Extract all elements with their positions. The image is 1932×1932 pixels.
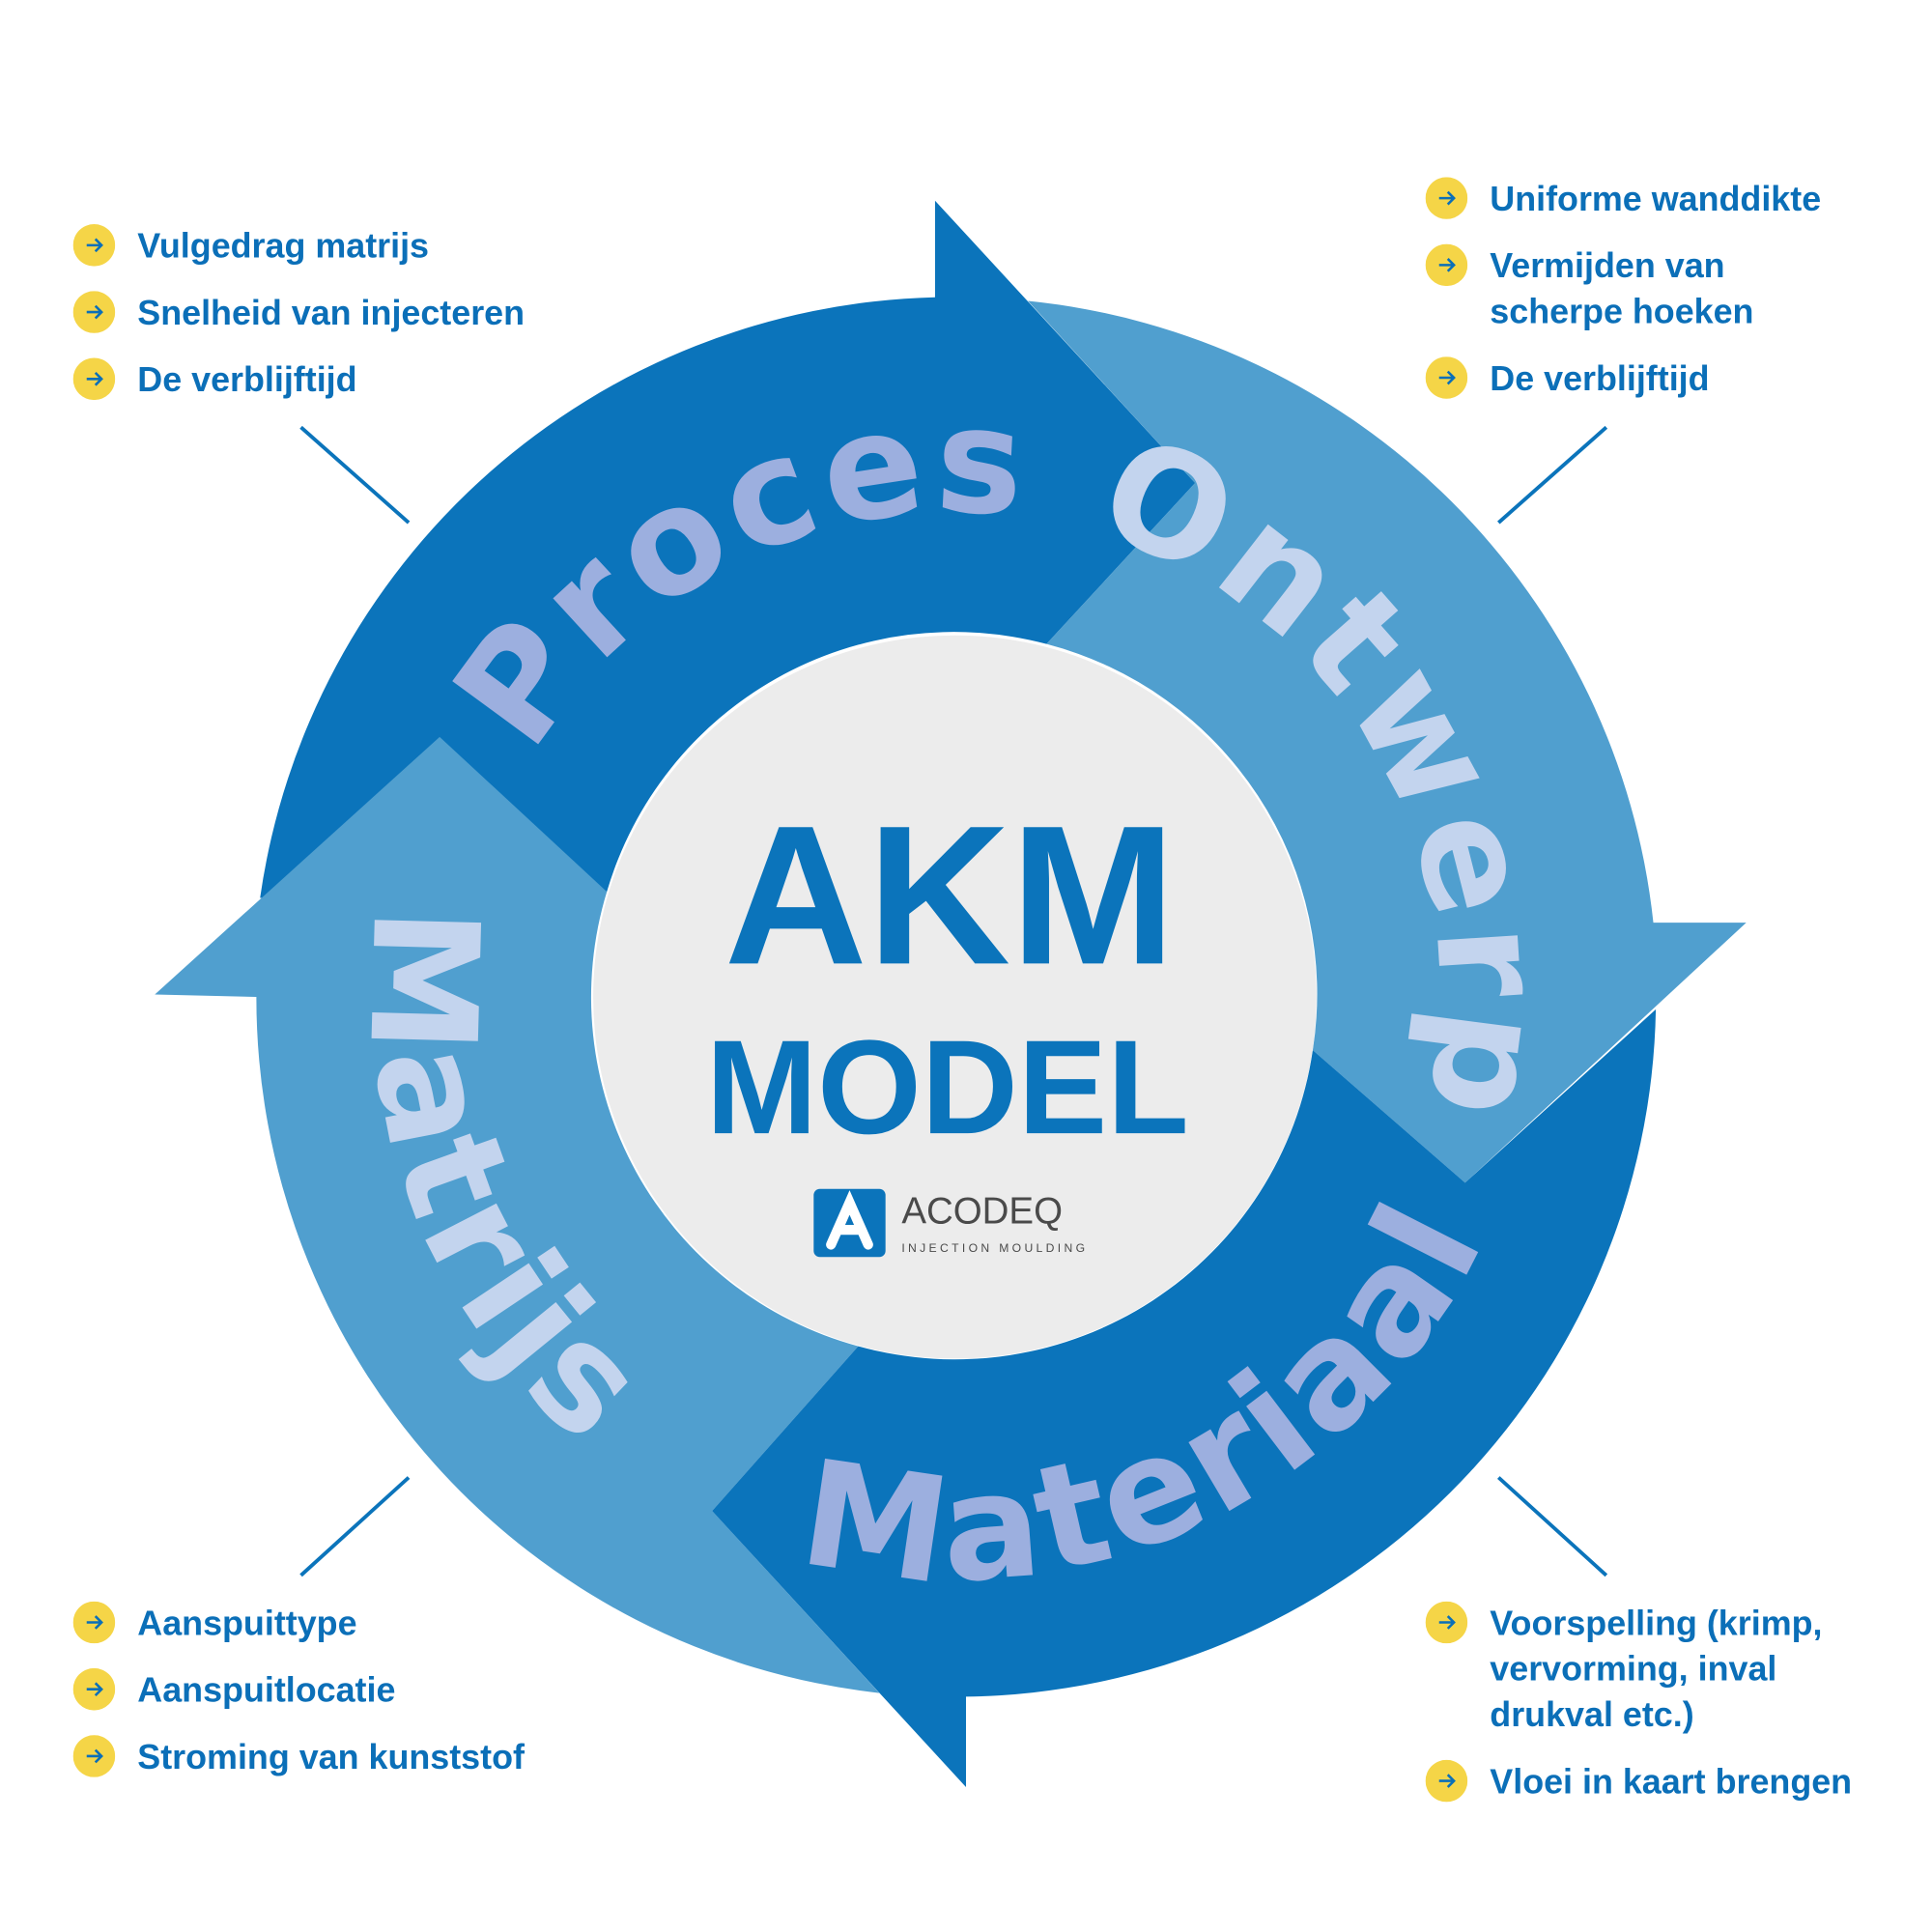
leader-line-proces	[299, 425, 411, 525]
segment-matrijs	[155, 736, 880, 1693]
arrow-bullet-icon	[72, 224, 116, 267]
list-item: Vulgedrag matrijs	[72, 224, 429, 267]
arrow-bullet-icon	[72, 357, 116, 401]
leader-line-ontwerp	[1497, 425, 1608, 525]
list-item-text: Uniforme wanddikte	[1490, 180, 1821, 218]
list-item: Vloei in kaart brengen	[1425, 1759, 1852, 1803]
leader-line-materiaal	[1496, 1476, 1608, 1577]
list-materiaal: Voorspelling (krimp, vervorming, inval dru…	[1425, 1601, 1852, 1803]
arrow-bullet-icon	[1425, 177, 1468, 219]
list-item-text: Voorspelling (krimp,	[1490, 1604, 1822, 1642]
list-item: Snelheid van injecteren	[72, 291, 525, 333]
list-item-text: Vloei in kaart brengen	[1490, 1762, 1852, 1801]
list-item-text: Vermijden van	[1490, 246, 1724, 285]
acodeq-logo: ACODEQ INJECTION MOULDING	[813, 1188, 1088, 1258]
list-item-text: vervorming, inval	[1490, 1650, 1776, 1689]
center-title: AKM	[724, 784, 1176, 1006]
segment-proces	[260, 200, 1196, 898]
list-item-text: De verblijftijd	[1490, 359, 1709, 398]
list-item-text: Stroming van kunststof	[137, 1738, 526, 1776]
arrow-bullet-icon	[1425, 243, 1468, 287]
arrow-bullet-icon	[1425, 1601, 1468, 1644]
arrow-bullet-icon	[72, 291, 116, 333]
logo-name: ACODEQ	[901, 1191, 1063, 1233]
arrow-bullet-icon	[72, 1735, 116, 1777]
list-item: De verblijftijd	[1425, 356, 1710, 399]
list-item: De verblijftijd	[72, 357, 357, 401]
list-item: Vermijden van scherpe hoeken	[1425, 243, 1753, 331]
logo-tagline: INJECTION MOULDING	[901, 1241, 1088, 1255]
list-item: Uniforme wanddikte	[1425, 177, 1821, 219]
leader-lines	[299, 425, 1608, 1577]
list-item-text: Snelheid van injecteren	[137, 294, 525, 332]
arrow-bullet-icon	[1425, 356, 1468, 399]
list-item-text: drukval etc.)	[1490, 1695, 1693, 1734]
list-item-text: Vulgedrag matrijs	[137, 227, 429, 266]
list-item-text: De verblijftijd	[137, 360, 356, 399]
list-item-text: Aanspuittype	[137, 1604, 356, 1642]
list-item-text: Aanspuitlocatie	[137, 1671, 395, 1710]
center-subtitle: MODEL	[706, 1013, 1189, 1162]
center-circle	[593, 635, 1317, 1359]
arrow-bullet-icon	[1425, 1759, 1468, 1803]
list-item: Aanspuitlocatie	[72, 1667, 395, 1711]
segment-ontwerp	[1028, 300, 1747, 1183]
leader-line-matrijs	[299, 1476, 411, 1577]
list-item: Aanspuittype	[72, 1601, 357, 1644]
list-item-text: scherpe hoeken	[1490, 293, 1753, 331]
arrow-bullet-icon	[72, 1667, 116, 1711]
list-item: Voorspelling (krimp, vervorming, inval dru…	[1425, 1601, 1822, 1734]
segment-materiaal	[712, 1009, 1657, 1787]
list-item: Stroming van kunststof	[72, 1735, 526, 1777]
arrow-bullet-icon	[72, 1601, 116, 1644]
